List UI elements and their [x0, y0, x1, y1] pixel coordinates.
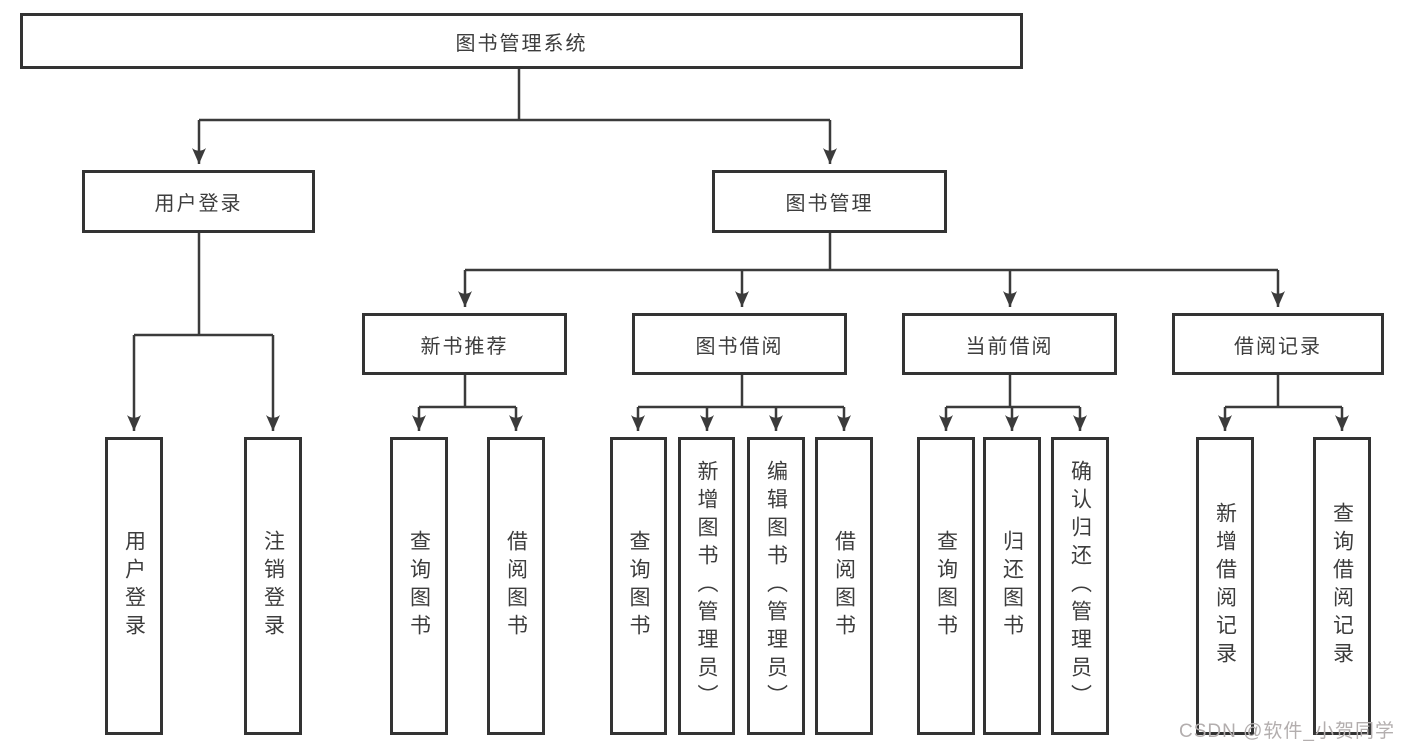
node-current-borrowing: 当前借阅 [902, 313, 1117, 375]
leaf-borrow-books-recommend: 借阅图书 [487, 437, 545, 735]
leaf-user-login: 用户登录 [105, 437, 163, 735]
leaf-return-book: 归还图书 [983, 437, 1041, 735]
leaf-query-books-current: 查询图书 [917, 437, 975, 735]
leaf-add-book-admin: 新增图书（管理员） [678, 437, 735, 735]
leaf-query-books-recommend: 查询图书 [390, 437, 448, 735]
node-book-management: 图书管理 [712, 170, 947, 233]
leaf-edit-book-admin: 编辑图书（管理员） [747, 437, 805, 735]
leaf-borrow-books: 借阅图书 [815, 437, 873, 735]
leaf-query-borrow-record: 查询借阅记录 [1313, 437, 1371, 735]
leaf-confirm-return-admin: 确认归还（管理员） [1051, 437, 1109, 735]
leaf-add-borrow-record: 新增借阅记录 [1196, 437, 1254, 735]
node-new-book-recommendation: 新书推荐 [362, 313, 567, 375]
csdn-watermark: CSDN @软件_小贺同学 [1179, 721, 1395, 742]
node-user-login: 用户登录 [82, 170, 315, 233]
leaf-query-books-borrow: 查询图书 [610, 437, 667, 735]
node-borrowing-records: 借阅记录 [1172, 313, 1384, 375]
node-book-borrowing: 图书借阅 [632, 313, 847, 375]
leaf-logout: 注销登录 [244, 437, 302, 735]
node-library-management-system: 图书管理系统 [20, 13, 1023, 69]
